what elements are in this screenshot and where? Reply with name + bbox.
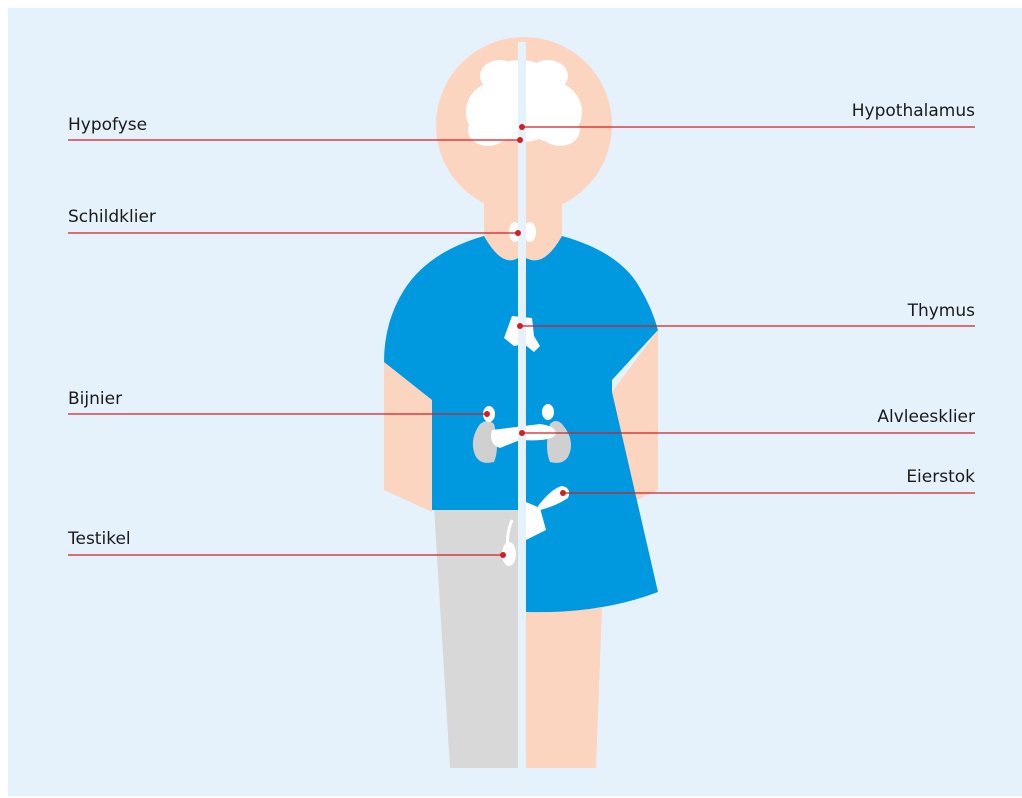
- body-illustration: Hypofyse Schildklier Bijnier Testikel Hy…: [8, 8, 1022, 796]
- pointer-dot-thymus: [517, 323, 523, 329]
- pointer-dot-schildklier: [515, 230, 521, 236]
- center-divider: [518, 42, 526, 772]
- label-thymus: Thymus: [907, 301, 976, 321]
- pointer-dot-hypothalamus: [519, 124, 525, 130]
- adrenal-right: [542, 404, 554, 420]
- label-testikel: Testikel: [67, 529, 131, 549]
- pointer-dot-bijnier: [484, 411, 490, 417]
- pointer-dot-alvleesklier: [519, 430, 525, 436]
- pointer-dot-testikel: [500, 552, 506, 558]
- label-hypothalamus: Hypothalamus: [852, 101, 975, 121]
- label-eierstok: Eierstok: [906, 467, 975, 487]
- label-alvleesklier: Alvleesklier: [877, 407, 975, 427]
- endocrine-diagram: Hypofyse Schildklier Bijnier Testikel Hy…: [8, 8, 1022, 796]
- right-leg: [526, 608, 602, 768]
- label-bijnier: Bijnier: [68, 389, 122, 409]
- label-hypofyse: Hypofyse: [68, 115, 147, 135]
- pointer-dot-eierstok: [560, 490, 566, 496]
- pointer-dot-hypofyse: [517, 137, 523, 143]
- label-schildklier: Schildklier: [68, 207, 156, 227]
